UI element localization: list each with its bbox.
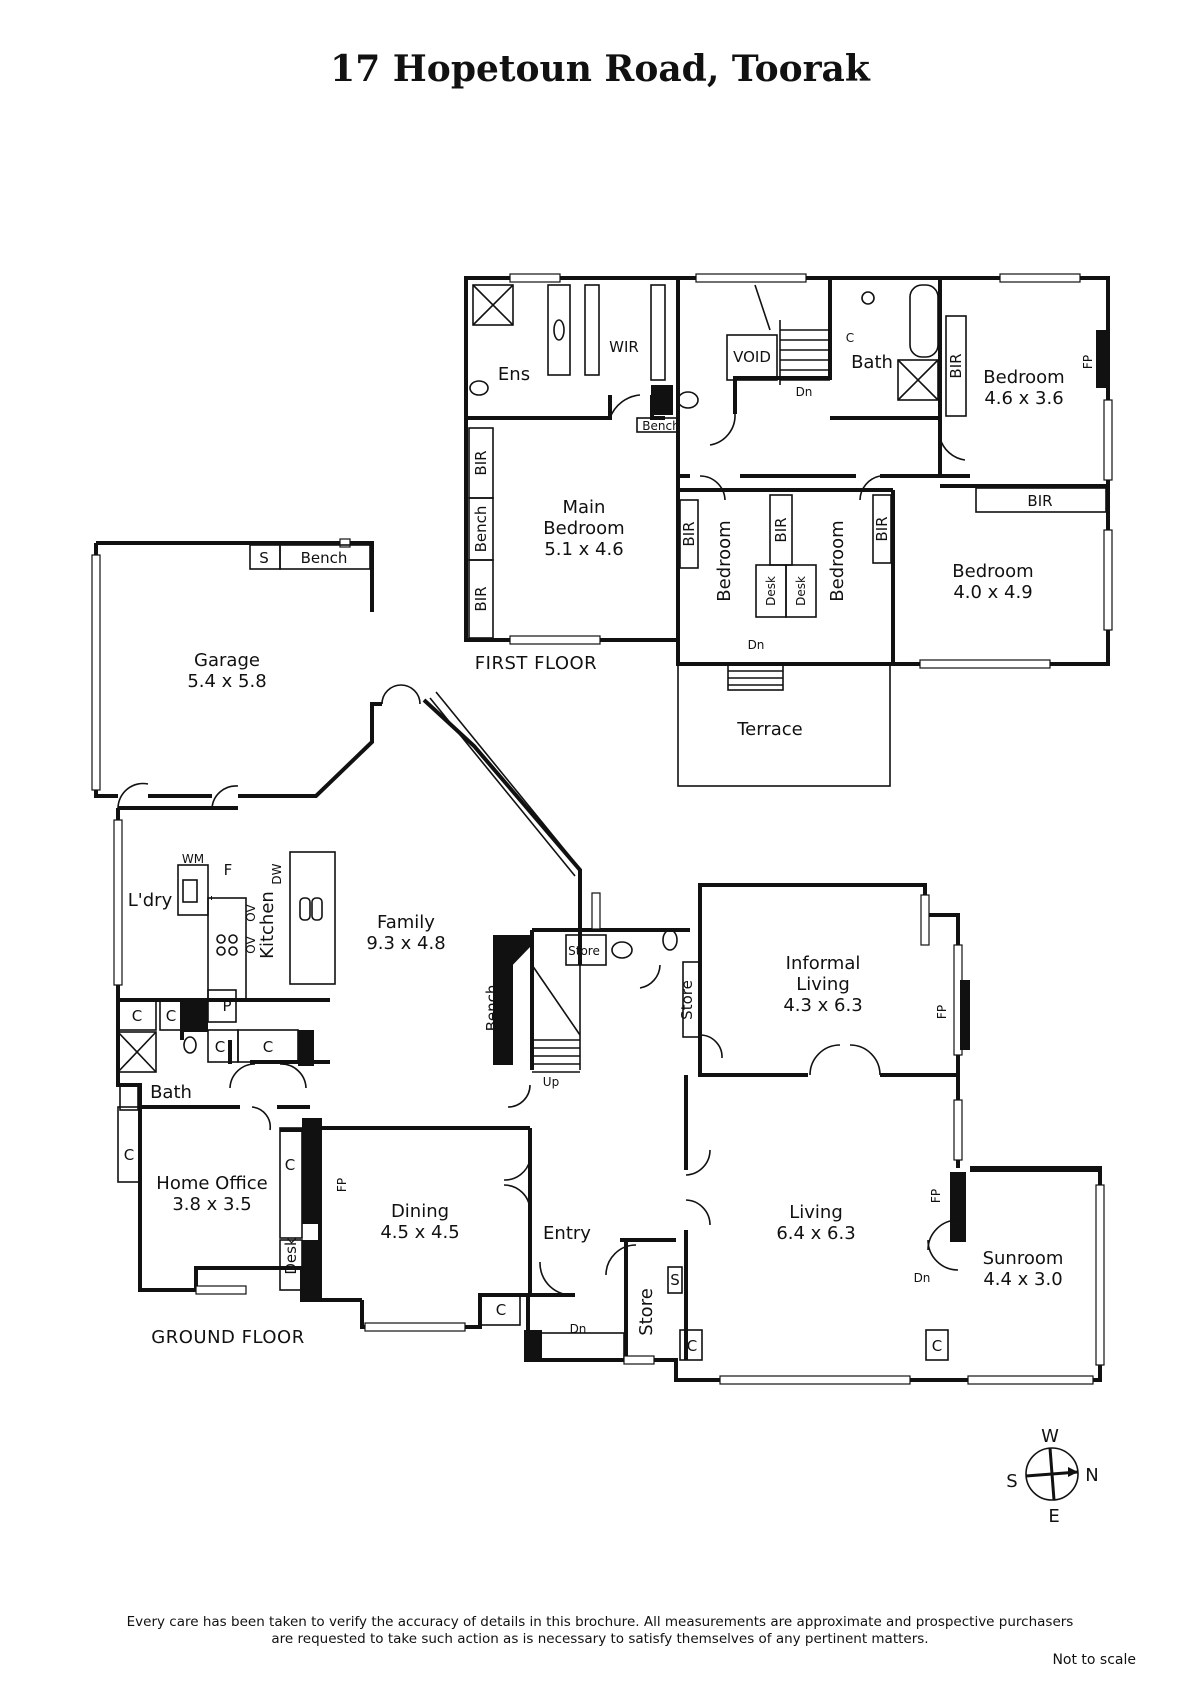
informal-fp-label: FP [935, 1005, 949, 1019]
bedroom2-name: Bedroom [952, 561, 1033, 582]
terrace-dn-label: Dn [748, 638, 765, 652]
first-floor-label: FIRST FLOOR [475, 653, 597, 674]
ground-floor-plan [91, 538, 1105, 1385]
page-title: 17 Hopetoun Road, Toorak [330, 48, 870, 90]
pantry-label: P [222, 997, 231, 1015]
informal-living-dimensions: 4.3 x 6.3 [783, 995, 862, 1016]
disclaimer-line-2: are requested to take such action as is … [271, 1631, 929, 1647]
home-office-dimensions: 3.8 x 3.5 [172, 1194, 251, 1215]
bedroom1-name: Bedroom [983, 367, 1064, 388]
s-label-entry: S [670, 1271, 680, 1289]
laundry-label: L'dry [128, 890, 173, 911]
cupboard-label-2: C [166, 1007, 176, 1025]
bir-label-main-1: BIR [472, 450, 490, 475]
ground-bath-label: Bath [150, 1082, 192, 1103]
bedroom1-dimensions: 4.6 x 3.6 [984, 388, 1063, 409]
desk-label-office: Desk [282, 1237, 300, 1275]
disclaimer: Every care has been taken to verify the … [20, 1614, 1180, 1648]
informal-living-name-2: Living [796, 974, 850, 995]
desk-label-2: Desk [794, 576, 808, 606]
ground-floor-stairs [531, 964, 581, 1073]
family-dimensions: 9.3 x 4.8 [366, 933, 445, 954]
cupboard-label-office: C [124, 1146, 134, 1164]
entry-dn-label: Dn [570, 1322, 587, 1336]
bench-label-main: Bench [472, 506, 490, 553]
first-floor-plan [464, 273, 1113, 787]
wir-label: WIR [609, 338, 639, 356]
bir-label-bed4: BIR [873, 516, 891, 541]
main-bedroom-name-1: Main [563, 497, 606, 518]
not-to-scale-note: Not to scale [1052, 1652, 1136, 1668]
compass-n: N [1085, 1465, 1098, 1486]
main-bedroom-dimensions: 5.1 x 4.6 [544, 539, 623, 560]
living-fp-label: FP [929, 1189, 943, 1203]
first-fp-label: FP [1081, 355, 1095, 369]
first-floor-dn-label: Dn [796, 385, 813, 399]
oven-label-2: OV [244, 935, 258, 953]
disclaimer-line-1: Every care has been taken to verify the … [126, 1614, 1074, 1630]
main-bedroom-name-2: Bedroom [543, 518, 624, 539]
home-office-name: Home Office [156, 1173, 267, 1194]
cupboard-label-office-2: C [285, 1156, 295, 1174]
cupboard-label-1: C [132, 1007, 142, 1025]
garage-dimensions: 5.4 x 5.8 [187, 671, 266, 692]
cupboard-label-dining: C [496, 1301, 506, 1319]
kitchen-label: Kitchen [257, 891, 278, 959]
bir-label-bed3: BIR [680, 521, 698, 546]
living-dimensions: 6.4 x 6.3 [776, 1223, 855, 1244]
first-bath-c-label: C [846, 331, 854, 345]
bir-label-bedroom2: BIR [1027, 492, 1052, 510]
bedroom2-dimensions: 4.0 x 4.9 [953, 582, 1032, 603]
sunroom-name: Sunroom [983, 1248, 1064, 1269]
living-name: Living [789, 1202, 843, 1223]
oven-label-1: OV [244, 903, 258, 921]
store-label-2: Store [678, 980, 696, 1020]
family-name: Family [377, 912, 435, 933]
dw-label: DW [270, 863, 284, 884]
store-label-3: Store [636, 1288, 657, 1336]
bir-label-bedroom1: BIR [947, 353, 965, 378]
bedroom3-label: Bedroom [714, 520, 735, 601]
up-label: Up [543, 1075, 559, 1089]
garage-s-label: S [259, 549, 269, 567]
void-label: VOID [733, 348, 771, 366]
garage-bench-label: Bench [301, 549, 348, 567]
bedroom4-label: Bedroom [827, 520, 848, 601]
ensuite-label: Ens [498, 364, 530, 385]
compass-w: W [1041, 1426, 1059, 1447]
fridge-label: F [224, 861, 233, 879]
compass-e: E [1048, 1506, 1059, 1527]
compass-icon [1025, 1447, 1079, 1501]
first-floor-stairs [754, 284, 830, 385]
sunroom-dn-label: Dn [914, 1271, 931, 1285]
entry-label: Entry [543, 1223, 591, 1244]
bir-label-shared: BIR [772, 517, 790, 542]
first-bench-label: Bench [642, 419, 679, 433]
first-floor-bath-label: Bath [851, 352, 893, 373]
cupboard-label-living-2: C [932, 1337, 942, 1355]
ground-floor-label: GROUND FLOOR [151, 1327, 304, 1348]
terrace-label: Terrace [736, 719, 803, 740]
ground-bench-label: Bench [483, 985, 501, 1032]
cupboard-label-4: C [263, 1038, 273, 1056]
cupboard-label-3: C [215, 1038, 225, 1056]
cupboard-label-living-1: C [687, 1337, 697, 1355]
sunroom-dimensions: 4.4 x 3.0 [983, 1269, 1062, 1290]
informal-living-name-1: Informal [786, 953, 861, 974]
desk-label-1: Desk [764, 576, 778, 606]
garage-name: Garage [194, 650, 260, 671]
dining-fp-label: FP [335, 1178, 349, 1192]
bir-label-main-2: BIR [472, 586, 490, 611]
dining-name: Dining [391, 1201, 449, 1222]
store-label-1: Store [568, 944, 600, 958]
dining-dimensions: 4.5 x 4.5 [380, 1222, 459, 1243]
compass-s: S [1006, 1471, 1017, 1492]
wm-label: WM [182, 852, 204, 866]
